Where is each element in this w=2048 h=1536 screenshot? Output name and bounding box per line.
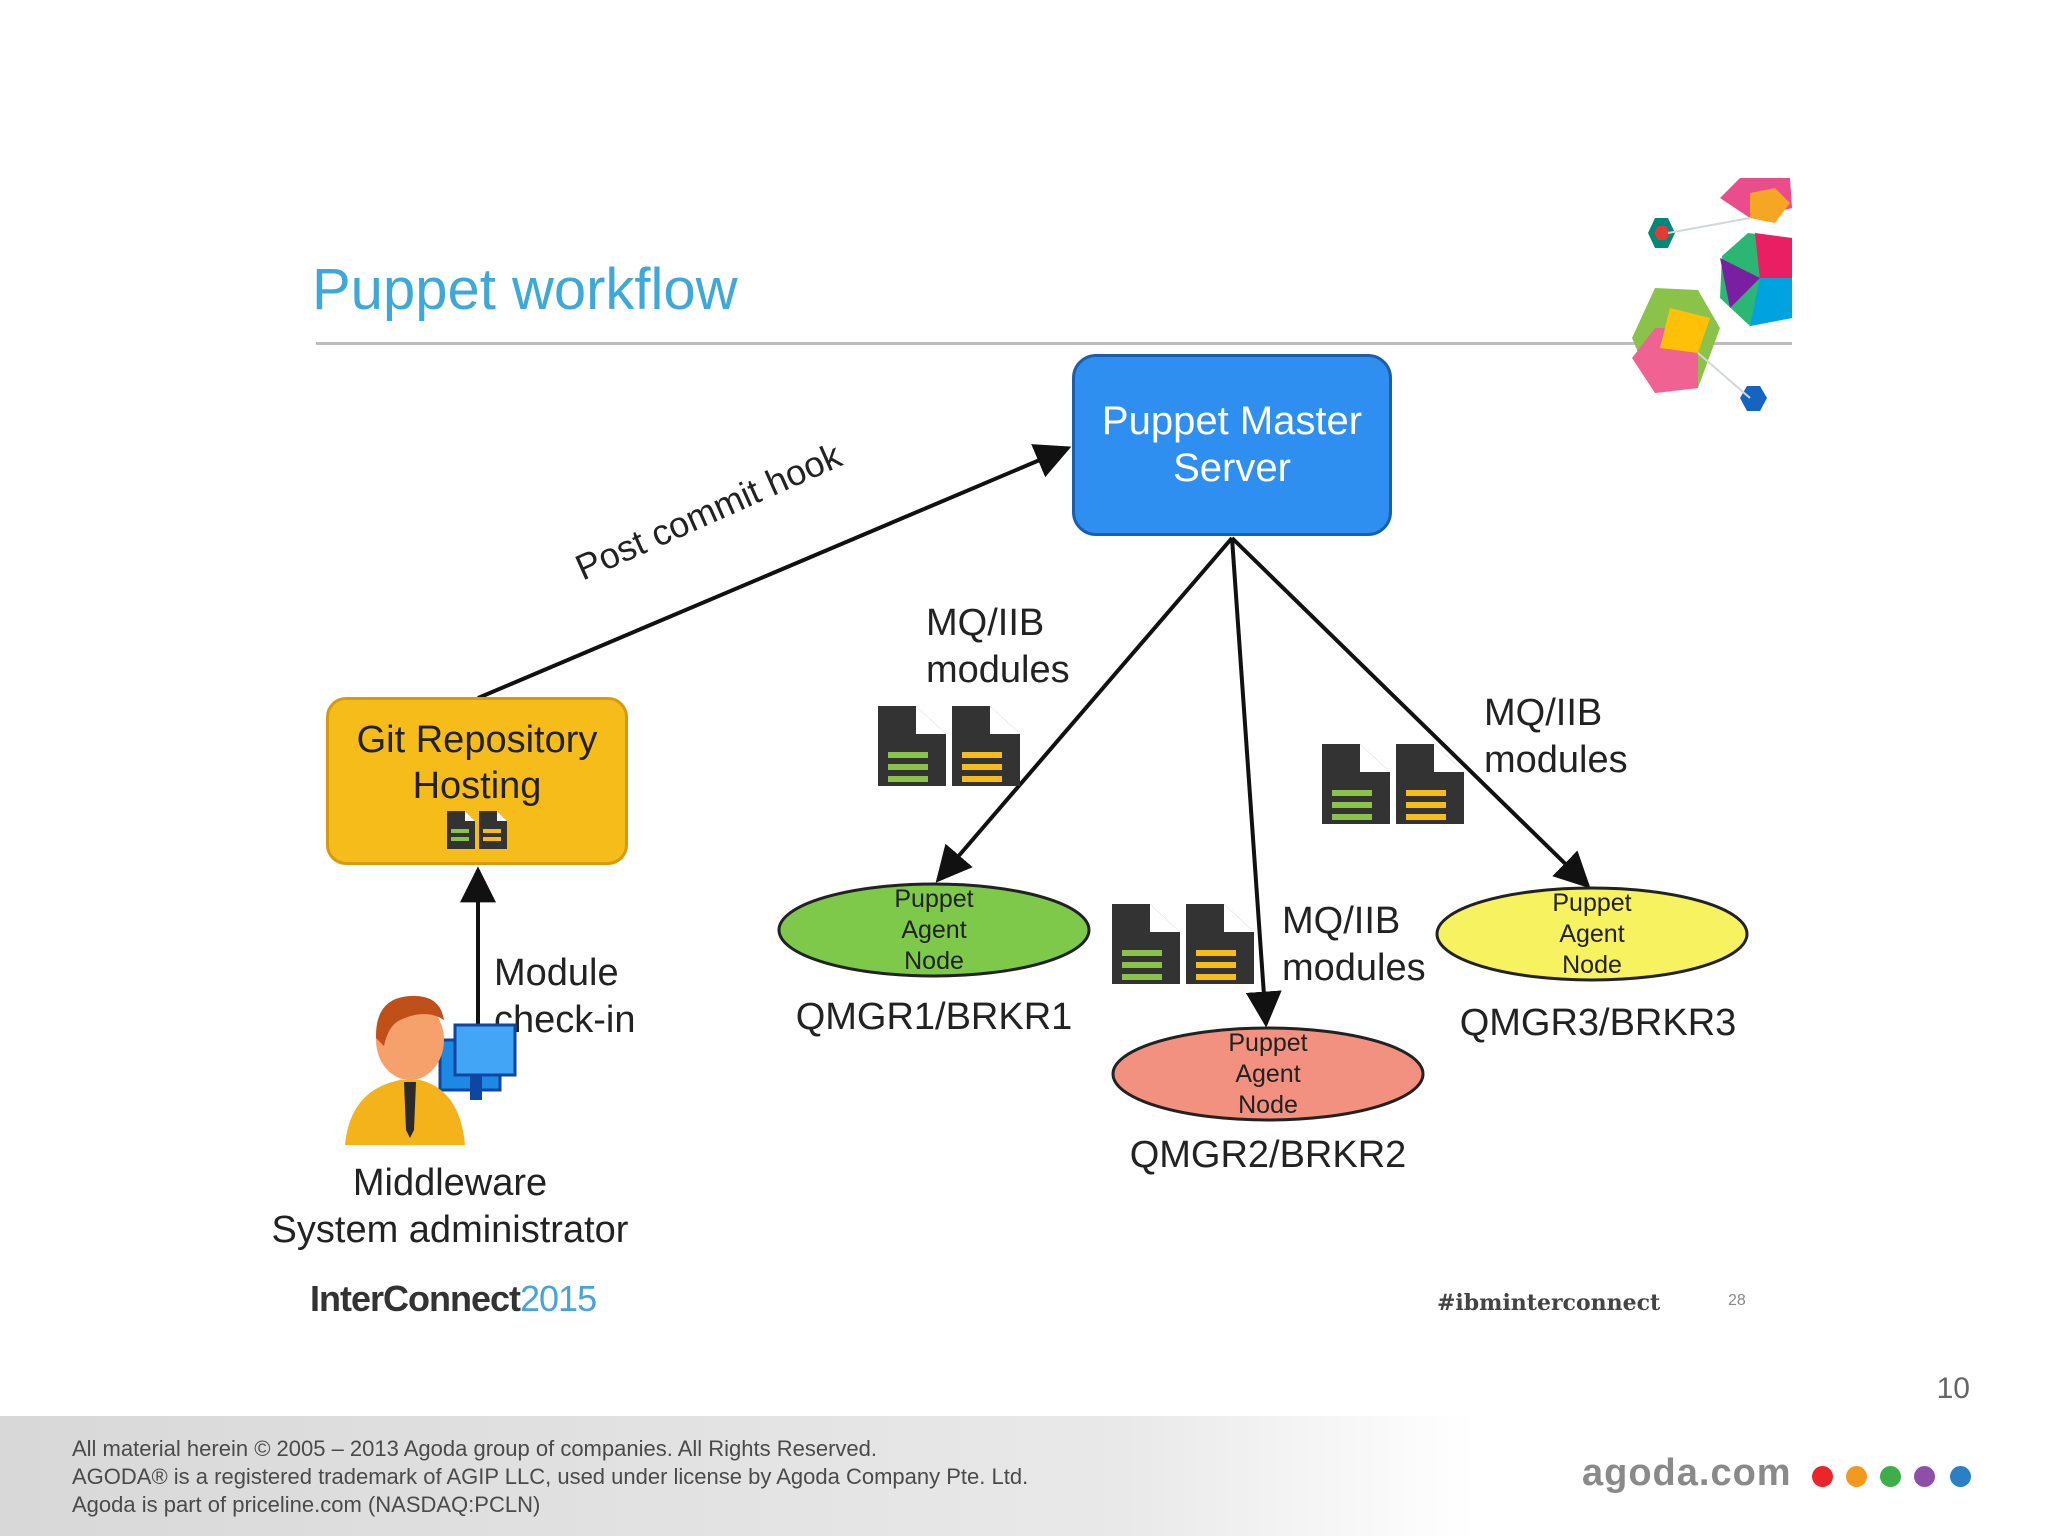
- page-number: 10: [1936, 1372, 1970, 1405]
- modules-label-1-line2: modules: [926, 649, 1070, 691]
- node2-line3: Node: [1238, 1091, 1298, 1119]
- modules-label-1: MQ/IIB modules: [926, 600, 1070, 694]
- node1-line3: Node: [904, 947, 964, 975]
- brand-dot-green: [1880, 1466, 1901, 1487]
- inner-page-number: 28: [1728, 1292, 1746, 1309]
- modules-label-1-line1: MQ/IIB: [926, 602, 1045, 644]
- git-line1: Git Repository: [356, 719, 598, 761]
- node3-line1: Puppet: [1552, 889, 1632, 917]
- modules-label-2-line2: modules: [1484, 739, 1628, 781]
- modules-icon-3: [1112, 904, 1254, 984]
- interconnect-logo-text: InterConnect: [310, 1278, 521, 1319]
- agoda-logo: agoda.com: [1582, 1452, 1792, 1494]
- administrator-icon: [345, 995, 517, 1145]
- brand-dot-orange: [1846, 1466, 1867, 1487]
- interconnect-logo-year: 2015: [520, 1278, 597, 1319]
- agent-node-1-shape: [777, 882, 1091, 978]
- node3-line3: Node: [1562, 951, 1622, 979]
- agent-node-3-shape: [1435, 886, 1749, 982]
- master-line1: Puppet Master: [1101, 399, 1363, 443]
- agent-node-2-ellipse: [1111, 1026, 1425, 1122]
- footer-copyright: All material herein © 2005 – 2013 Agoda …: [72, 1436, 878, 1461]
- edge-to-node1: [935, 536, 1234, 883]
- master-line2: Server: [1173, 446, 1291, 490]
- hashtag: #ibminterconnect: [1437, 1290, 1661, 1316]
- title-rule: [316, 342, 1792, 345]
- brand-dot-red: [1812, 1466, 1833, 1487]
- edge-to-node2: [1230, 537, 1282, 1028]
- checkin-line1: Module: [494, 952, 619, 994]
- qmgr2-label: QMGR2/BRKR2: [1129, 1134, 1407, 1176]
- post-commit-edge: [477, 444, 1072, 700]
- documents-icon: [447, 811, 507, 849]
- agent-node-2-label: Puppet Agent Node: [1110, 1028, 1426, 1121]
- modules-icon-1: [878, 706, 1020, 786]
- agent-node-2-shape: [1111, 1026, 1425, 1122]
- agent-node-1-label: Puppet Agent Node: [776, 884, 1092, 977]
- node1-line2: Agent: [901, 916, 967, 944]
- agent-node-3-label: Puppet Agent Node: [1434, 888, 1750, 981]
- footer-bar: [0, 1416, 2048, 1536]
- node3-line2: Agent: [1559, 920, 1625, 948]
- modules-icon-2: [1322, 744, 1464, 824]
- agent-node-1-ellipse: [777, 882, 1091, 978]
- footer-priceline: Agoda is part of priceline.com (NASDAQ:P…: [72, 1492, 541, 1517]
- checkin-line2: check-in: [494, 999, 636, 1041]
- agent-node-3-ellipse: [1435, 886, 1749, 982]
- hexagon-logo: [1632, 178, 1792, 411]
- brand-dot-purple: [1914, 1466, 1935, 1487]
- interconnect-logo: InterConnect2015: [310, 1278, 597, 1320]
- qmgr1-label: QMGR1/BRKR1: [795, 996, 1073, 1038]
- modules-label-3-line2: modules: [1282, 947, 1426, 989]
- node2-line2: Agent: [1235, 1060, 1301, 1088]
- qmgr3-label: QMGR3/BRKR3: [1459, 1002, 1737, 1044]
- puppet-master-server: Puppet Master Server: [1072, 354, 1392, 536]
- brand-dot-blue: [1950, 1466, 1971, 1487]
- edge-to-node3: [1230, 536, 1591, 889]
- module-checkin-label: Module check-in: [494, 950, 636, 1044]
- node1-line1: Puppet: [894, 885, 974, 913]
- footer-trademark: AGODA® is a registered trademark of AGIP…: [72, 1464, 1029, 1489]
- admin-line1: Middleware: [352, 1162, 548, 1204]
- admin-line2: System administrator: [271, 1209, 629, 1251]
- modules-label-2-line1: MQ/IIB: [1484, 692, 1603, 734]
- modules-label-3-line1: MQ/IIB: [1282, 900, 1401, 942]
- modules-label-2: MQ/IIB modules: [1484, 690, 1628, 784]
- admin-label: Middleware System administrator: [260, 1160, 640, 1254]
- node2-line1: Puppet: [1228, 1029, 1308, 1057]
- git-line2: Hosting: [412, 765, 542, 807]
- git-repository-box: Git Repository Hosting: [326, 697, 628, 865]
- slide-title: Puppet workflow: [312, 257, 738, 322]
- modules-label-3: MQ/IIB modules: [1282, 898, 1426, 992]
